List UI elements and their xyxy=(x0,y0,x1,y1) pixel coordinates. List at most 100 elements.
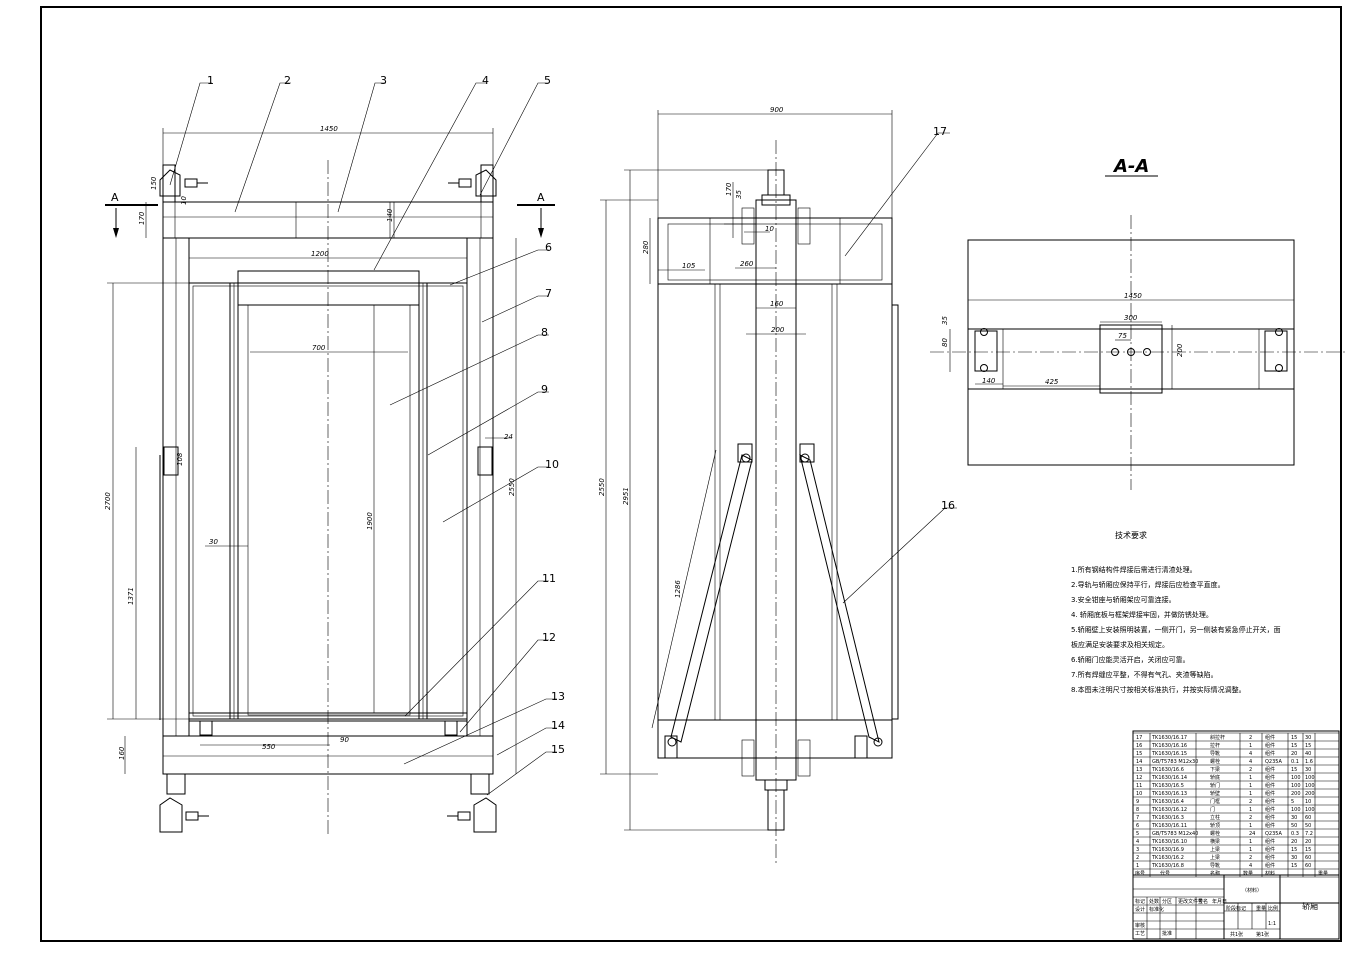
bom-mat: 组件 xyxy=(1265,838,1275,845)
bom-w1: 5 xyxy=(1291,799,1294,805)
bom-mat: 组件 xyxy=(1265,854,1275,861)
bom-w2: 15 xyxy=(1305,743,1311,749)
tb-label: 更改文件号 xyxy=(1178,898,1203,905)
section-dim-d_80: 80 xyxy=(941,338,949,347)
bom-header-qty: 数量 xyxy=(1243,870,1253,877)
note-line: 5.轿厢壁上安装照明装置，一侧开门，另一侧装有紧急停止开关，面 xyxy=(1071,625,1281,634)
side-dim-height_2550: 2550 xyxy=(598,478,606,496)
bom-w1: 20 xyxy=(1291,751,1297,757)
note-line: 7.所有焊缝应平整，不得有气孔、夹渣等缺陷。 xyxy=(1071,670,1218,679)
bom-no: 10 xyxy=(1136,791,1142,797)
bom-no: 2 xyxy=(1136,855,1139,861)
bom-name: 拉杆 xyxy=(1210,742,1220,749)
bom-w2: 30 xyxy=(1305,735,1311,741)
bom-code: TK1630/16.4 xyxy=(1151,799,1184,805)
bom-w1: 0.3 xyxy=(1291,831,1299,837)
front-dim-small_150: 150 xyxy=(150,176,158,190)
tb-label: 标记 xyxy=(1135,898,1145,905)
section-dim-d_35: 35 xyxy=(941,316,949,325)
section-aa xyxy=(930,175,1345,490)
bom-qty: 1 xyxy=(1249,791,1252,797)
bom-qty: 4 xyxy=(1249,751,1252,757)
bom-code: TK1630/16.13 xyxy=(1151,791,1187,797)
note-line: 2.导轨与轿厢应保持平行，焊接后应检查平直度。 xyxy=(1071,580,1225,589)
bom-no: 6 xyxy=(1136,823,1139,829)
bom-w1: 100 xyxy=(1291,807,1301,813)
side-view xyxy=(600,110,957,865)
balloon-4: 4 xyxy=(482,74,489,87)
bom-code: TK1630/16.16 xyxy=(1151,743,1187,749)
bom-qty: 1 xyxy=(1249,807,1252,813)
bom-mat: 组件 xyxy=(1265,774,1275,781)
note-line: 1.所有钢结构件焊接后需进行清渣处理。 xyxy=(1071,565,1197,574)
tb-label: 重量 xyxy=(1256,905,1266,912)
bom-w1: 20 xyxy=(1291,839,1297,845)
bom-no: 11 xyxy=(1136,783,1142,789)
section-dim-d_300: 300 xyxy=(1124,314,1138,322)
bom-code: TK1630/16.14 xyxy=(1151,775,1187,781)
bom-w2: 100 xyxy=(1305,807,1315,813)
section-dim-d_75: 75 xyxy=(1118,332,1127,340)
tb-sheets: 共1张 xyxy=(1230,931,1243,938)
bom-mat: 组件 xyxy=(1265,782,1275,789)
bom-no: 13 xyxy=(1136,767,1142,773)
bom-header-no: 序号 xyxy=(1135,870,1145,877)
tb-label: 年月日 xyxy=(1212,898,1227,905)
bom-code: TK1630/16.17 xyxy=(1151,735,1187,741)
balloon-14: 14 xyxy=(551,719,565,732)
side-dim-d_160: 160 xyxy=(770,300,784,308)
note-line: 3.安全钳座与轿厢架应可靠连接。 xyxy=(1071,595,1176,604)
balloon-2: 2 xyxy=(284,74,291,87)
bom-w1: 15 xyxy=(1291,767,1297,773)
balloon-15: 15 xyxy=(551,743,565,756)
bom-w2: 100 xyxy=(1305,783,1315,789)
bom-w1: 100 xyxy=(1291,775,1301,781)
bom-code: GB/T5783 M12x40 xyxy=(1152,831,1198,837)
bom-mat: 组件 xyxy=(1265,862,1275,869)
bom-w2: 60 xyxy=(1305,855,1311,861)
bom-code: TK1630/16.5 xyxy=(1151,783,1184,789)
note-line: 8.本图未注明尺寸按相关标准执行，并按实际情况调整。 xyxy=(1071,685,1246,694)
bom-w2: 40 xyxy=(1305,751,1311,757)
bom-w2: 15 xyxy=(1305,847,1311,853)
front-dim-small_170: 170 xyxy=(138,211,146,225)
bom-name: 螺栓 xyxy=(1210,758,1220,765)
tb-drawing-name: 轿厢 xyxy=(1302,901,1318,911)
bom-qty: 2 xyxy=(1249,767,1252,773)
bom-qty: 24 xyxy=(1249,831,1255,837)
balloon-13: 13 xyxy=(551,690,565,703)
front-view xyxy=(105,82,557,835)
bom-mat: 组件 xyxy=(1265,742,1275,749)
bom-code: TK1630/16.8 xyxy=(1151,863,1184,869)
tb-scale: 1:1 xyxy=(1268,921,1276,927)
tb-label: 比例 xyxy=(1268,905,1278,912)
bom-w2: 10 xyxy=(1305,799,1311,805)
bom-w1: 15 xyxy=(1291,743,1297,749)
bom-code: TK1630/16.6 xyxy=(1151,767,1184,773)
bom-w1: 30 xyxy=(1291,815,1297,821)
bom-w2: 30 xyxy=(1305,767,1311,773)
bom-mat: Q235A xyxy=(1265,759,1282,765)
balloon-8: 8 xyxy=(541,326,548,339)
bom-qty: 1 xyxy=(1249,775,1252,781)
bom-w1: 100 xyxy=(1291,783,1301,789)
bom-name: 门框 xyxy=(1210,798,1220,805)
section-dim-d_140: 140 xyxy=(982,377,996,385)
bom-mat: 组件 xyxy=(1265,814,1275,821)
front-dim-small_30: 30 xyxy=(209,538,218,546)
front-dim-small_90: 90 xyxy=(340,736,349,744)
note-line: 板应满足安装要求及相关规定。 xyxy=(1071,640,1169,649)
bom-mat: 组件 xyxy=(1265,798,1275,805)
bom-header-code: 代号 xyxy=(1160,870,1170,877)
bom-name: 门 xyxy=(1210,806,1215,813)
side-dim-width: 900 xyxy=(770,106,784,114)
bom-qty: 2 xyxy=(1249,855,1252,861)
side-dim-height_total: 2951 xyxy=(622,487,630,505)
bom-w1: 200 xyxy=(1291,791,1301,797)
bom-name: 立柱 xyxy=(1210,814,1220,821)
bom-qty: 1 xyxy=(1249,823,1252,829)
bom-qty: 1 xyxy=(1249,847,1252,853)
bom-w2: 60 xyxy=(1305,815,1311,821)
bom-w2: 60 xyxy=(1305,863,1311,869)
